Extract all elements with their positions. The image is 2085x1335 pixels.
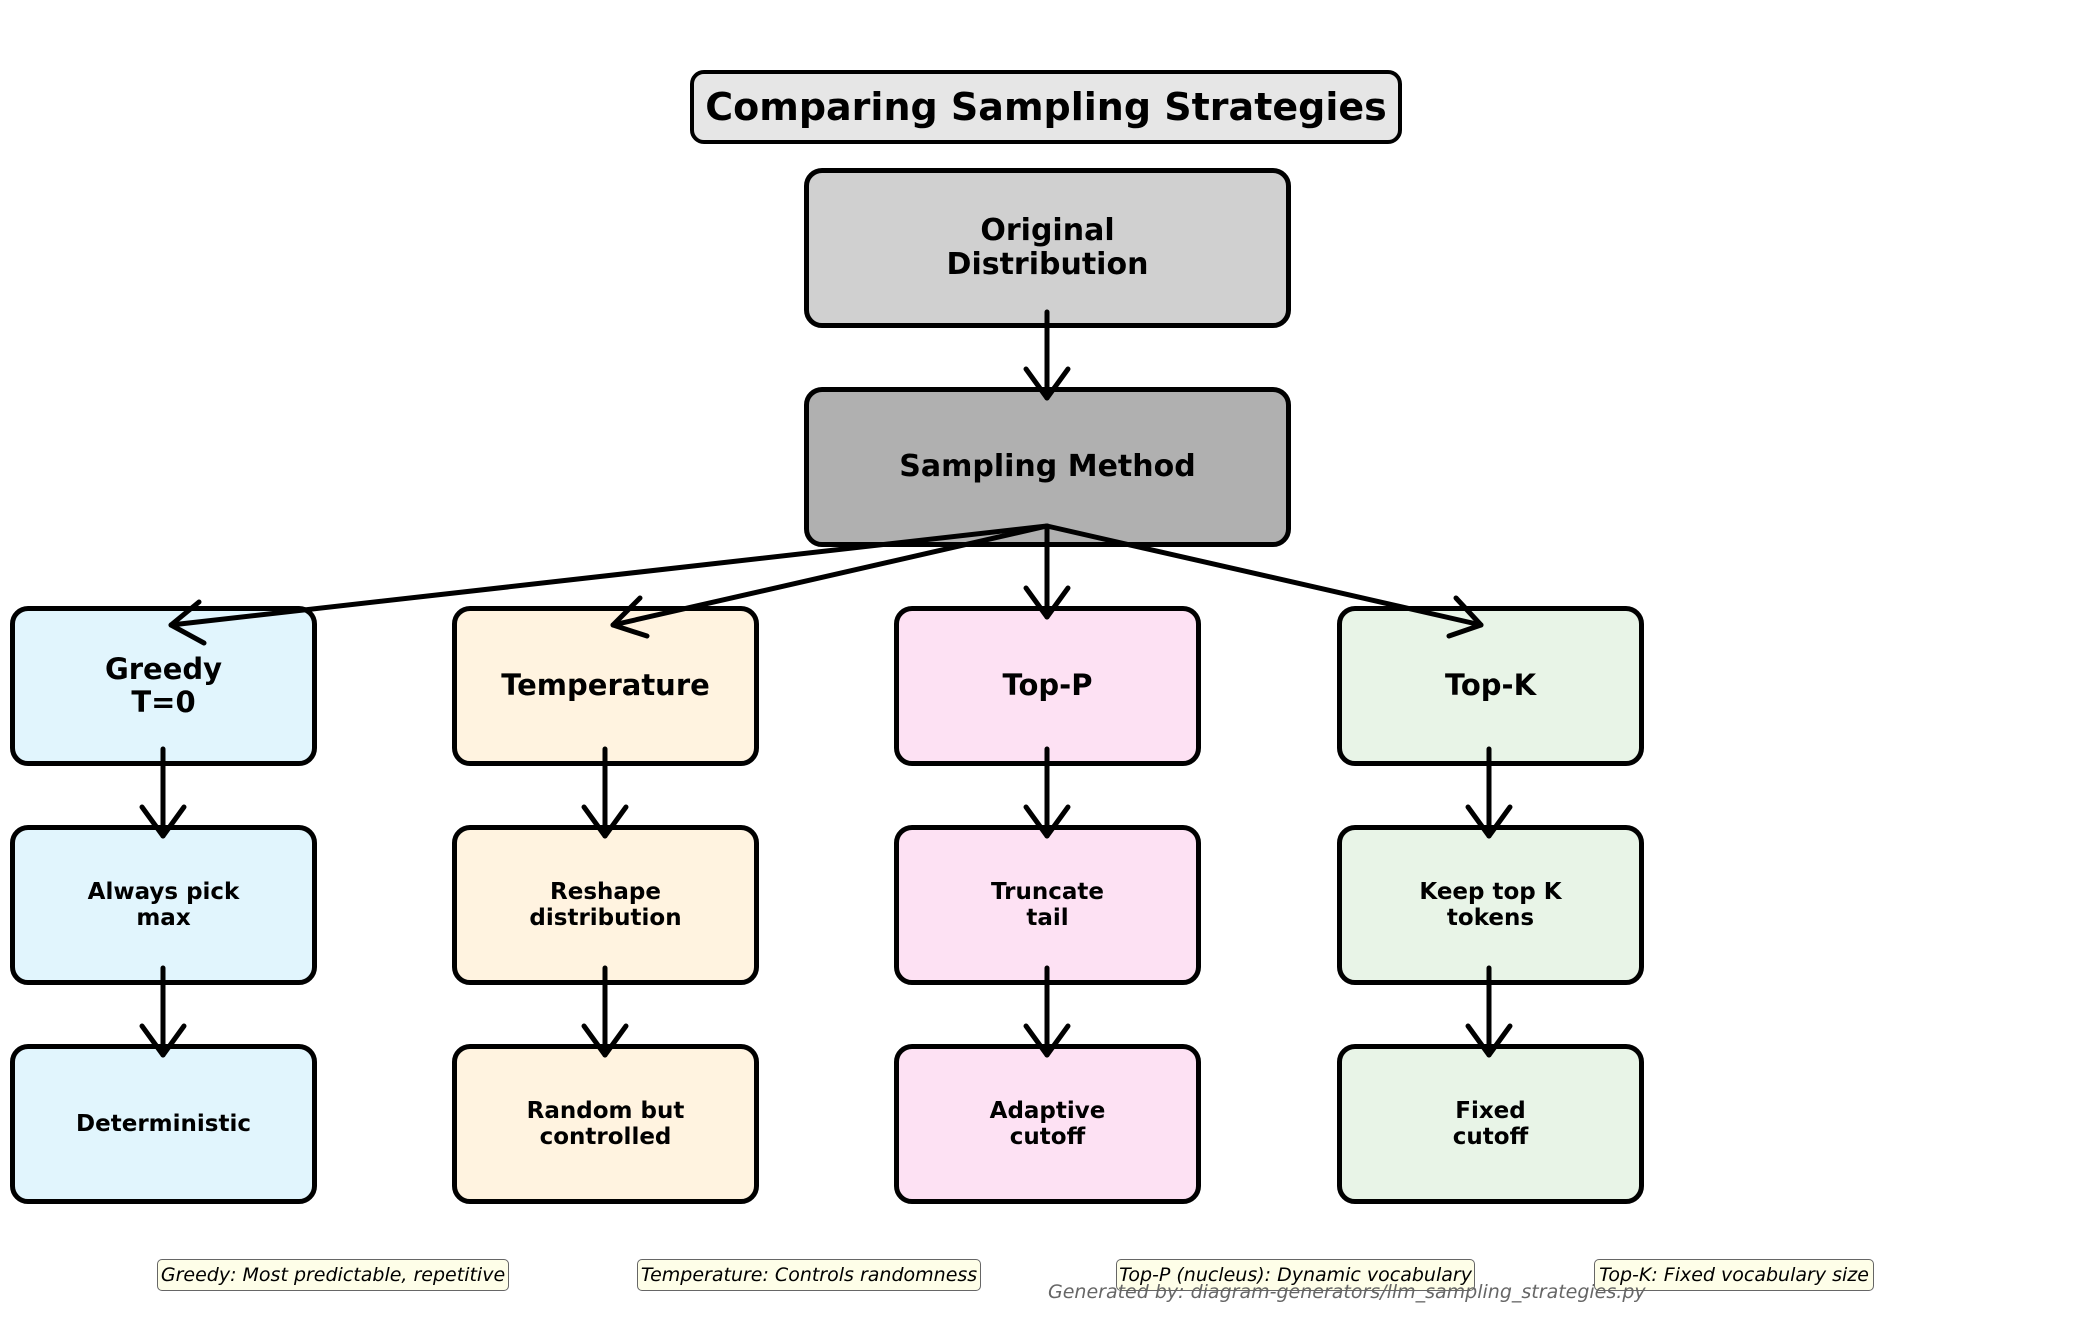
node-greedy-result: Deterministic <box>10 1044 317 1204</box>
diagram-title: Comparing Sampling Strategies <box>690 70 1402 144</box>
node-top-p-step: Truncate tail <box>894 825 1201 985</box>
node-top-k: Top-K <box>1337 606 1644 766</box>
node-greedy-step: Always pick max <box>10 825 317 985</box>
note-greedy: Greedy: Most predictable, repetitive <box>157 1259 509 1291</box>
note-top-k: Top-K: Fixed vocabulary size <box>1594 1259 1874 1291</box>
footer-generated-by: Generated by: diagram-generators/llm_sam… <box>1048 1281 1646 1303</box>
node-top-k-result: Fixed cutoff <box>1337 1044 1644 1204</box>
note-temperature: Temperature: Controls randomness <box>637 1259 981 1291</box>
node-greedy: Greedy T=0 <box>10 606 317 766</box>
node-sampling-method: Sampling Method <box>804 387 1291 547</box>
node-temperature-step: Reshape distribution <box>452 825 759 985</box>
note-top-p: Top-P (nucleus): Dynamic vocabulary <box>1116 1259 1475 1291</box>
node-original-distribution: Original Distribution <box>804 168 1291 328</box>
node-temperature: Temperature <box>452 606 759 766</box>
node-temperature-result: Random but controlled <box>452 1044 759 1204</box>
node-top-p: Top-P <box>894 606 1201 766</box>
node-top-k-step: Keep top K tokens <box>1337 825 1644 985</box>
node-top-p-result: Adaptive cutoff <box>894 1044 1201 1204</box>
